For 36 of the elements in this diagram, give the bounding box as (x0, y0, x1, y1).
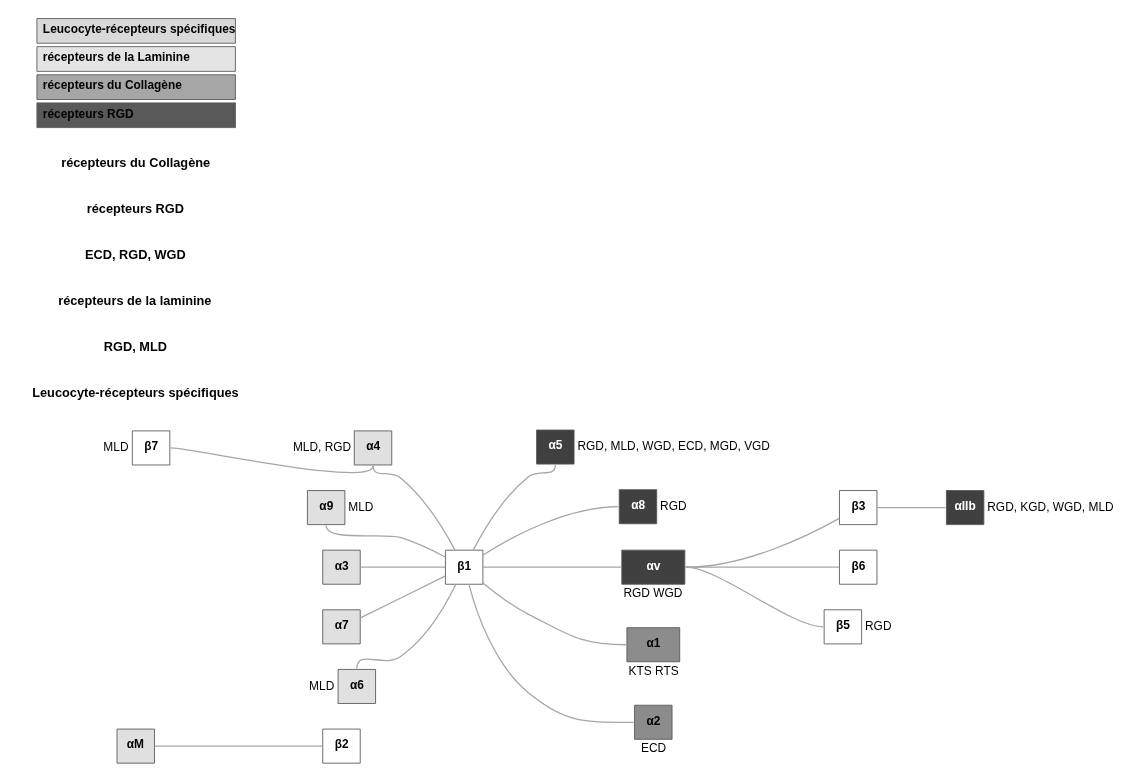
connector (684, 517, 840, 568)
connector (153, 745, 323, 747)
connector (169, 447, 374, 474)
legend-label: récepteurs de la Laminine (42, 50, 190, 65)
node-label: MLD, RGD (292, 440, 351, 455)
node-label: ECD (640, 741, 666, 756)
node-label: KTS RTS (628, 663, 679, 678)
label: récepteurs du Collagène (60, 155, 210, 171)
node-label: MLD (102, 440, 128, 455)
node-label: RGD (864, 619, 891, 633)
label: ECD, RGD, WGD (84, 247, 186, 263)
legend-label: récepteurs du Collagène (42, 78, 182, 93)
connector (876, 506, 946, 509)
node-label: RGD, MLD, WGD, ECD, MGD, VGD (576, 439, 770, 454)
node-label: RGD WGD (622, 586, 682, 601)
connector (371, 465, 455, 551)
connector (355, 583, 456, 670)
connector (325, 524, 446, 558)
connector (481, 582, 627, 646)
label: récepteurs RGD (86, 201, 184, 217)
node-label: MLD (347, 499, 373, 514)
label: Leucocyte-récepteurs spécifiques (31, 385, 239, 401)
node-label: RGD, KGD, WGD, MLD (986, 499, 1114, 514)
connector (467, 583, 634, 723)
connector (472, 464, 556, 551)
node-label: RGD (659, 498, 687, 513)
connector (359, 566, 446, 568)
label: RGD, MLD (103, 339, 167, 355)
label: récepteurs de la laminine (57, 293, 211, 309)
node-label: MLD (308, 678, 334, 693)
legend-label: Leucocyte-récepteurs spécifiques (42, 22, 235, 37)
connector (359, 575, 446, 619)
connector (684, 566, 824, 628)
connector (481, 566, 622, 568)
connector (481, 506, 619, 556)
legend-label: récepteurs RGD (42, 106, 134, 121)
